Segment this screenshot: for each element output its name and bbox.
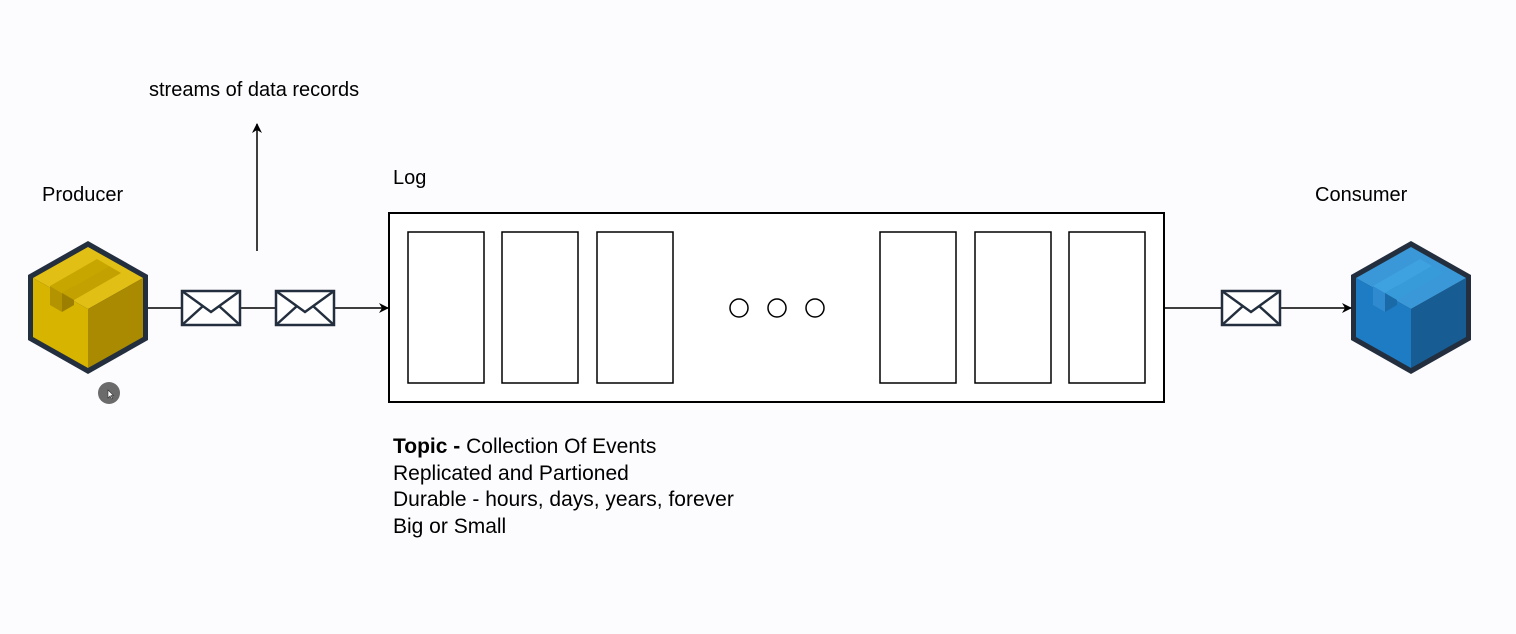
envelope-icon	[1220, 289, 1282, 327]
topic-notes: Topic - Collection Of Events Replicated …	[393, 434, 734, 540]
consumer-box-icon	[1351, 241, 1471, 374]
topic-line-2: Replicated and Partioned	[393, 461, 629, 485]
log-segment	[596, 231, 674, 384]
log-label: Log	[393, 167, 427, 189]
consumer-label: Consumer	[1315, 184, 1408, 206]
topic-description: Collection Of Events	[460, 435, 657, 458]
log-segment	[501, 231, 579, 384]
producer-box-icon	[28, 241, 148, 374]
topic-line-3: Durable - hours, days, years, forever	[393, 488, 734, 511]
topic-title: Topic -	[393, 435, 461, 458]
envelope-icon	[180, 289, 242, 327]
topic-line-4: Big or Small	[393, 514, 507, 538]
envelope-icon	[274, 289, 336, 327]
log-segment	[407, 231, 485, 384]
ellipsis-circles-icon	[729, 298, 825, 318]
producer-label: Producer	[42, 184, 124, 206]
log-segment	[879, 231, 957, 384]
topic-line-1: Topic - Collection Of Events	[393, 434, 734, 461]
streams-label: streams of data records	[149, 79, 360, 101]
log-segment	[974, 231, 1052, 384]
log-segment	[1068, 231, 1146, 384]
mouse-cursor-icon	[98, 382, 120, 404]
